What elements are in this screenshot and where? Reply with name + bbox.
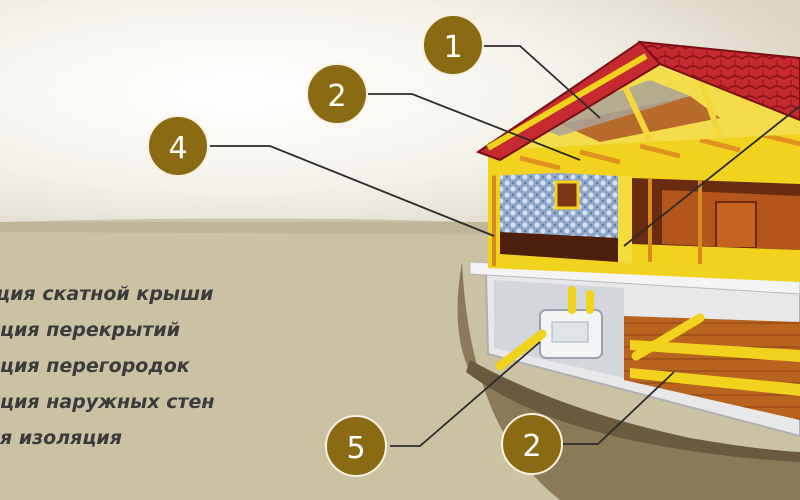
- legend-item: ция наружных стен: [0, 391, 215, 413]
- callout-4-number: 4: [168, 131, 187, 166]
- left-room-floor: [500, 232, 618, 262]
- leader-line-2-bottom: [560, 371, 675, 445]
- heating-pipe-left: [495, 329, 547, 371]
- roof-fascia: [486, 53, 648, 151]
- attic-grey-insulation: [528, 80, 690, 136]
- leader-line-1: [480, 45, 601, 119]
- callout-5-number: 5: [346, 431, 365, 466]
- callout-1-number: 1: [443, 30, 462, 65]
- legend-item: ция перекрытий: [0, 319, 181, 341]
- callout-2-bottom-number: 2: [522, 429, 541, 464]
- heating-pipe-right: [631, 313, 705, 361]
- leader-line-partition: [623, 105, 800, 247]
- door: [715, 201, 757, 249]
- callout-1: 1: [422, 14, 484, 76]
- right-room-floor: [632, 244, 800, 274]
- callout-2-top-number: 2: [327, 79, 346, 114]
- leader-line-4: [210, 145, 495, 237]
- legend-item: ция скатной крыши: [0, 283, 214, 305]
- leader-lines: [210, 45, 800, 447]
- legend-item: я изоляция: [0, 427, 122, 449]
- legend-item: ция перегородок: [0, 355, 190, 377]
- callout-4: 4: [147, 115, 209, 177]
- basement-floor-insulation: [630, 340, 800, 396]
- boiler-panel: [551, 321, 589, 343]
- leader-line-2-top: [368, 93, 581, 161]
- leader-line-5: [390, 341, 541, 447]
- interior-partition: [618, 176, 632, 264]
- callout-2-bottom: 2: [501, 413, 563, 475]
- callout-2-top: 2: [306, 63, 368, 125]
- legend-list: ция скатной крыши ция перекрытий ция пер…: [0, 276, 215, 456]
- window: [554, 180, 580, 210]
- heating-pipe-up: [568, 286, 594, 314]
- soil-speckle: [466, 360, 800, 462]
- callout-5: 5: [325, 415, 387, 477]
